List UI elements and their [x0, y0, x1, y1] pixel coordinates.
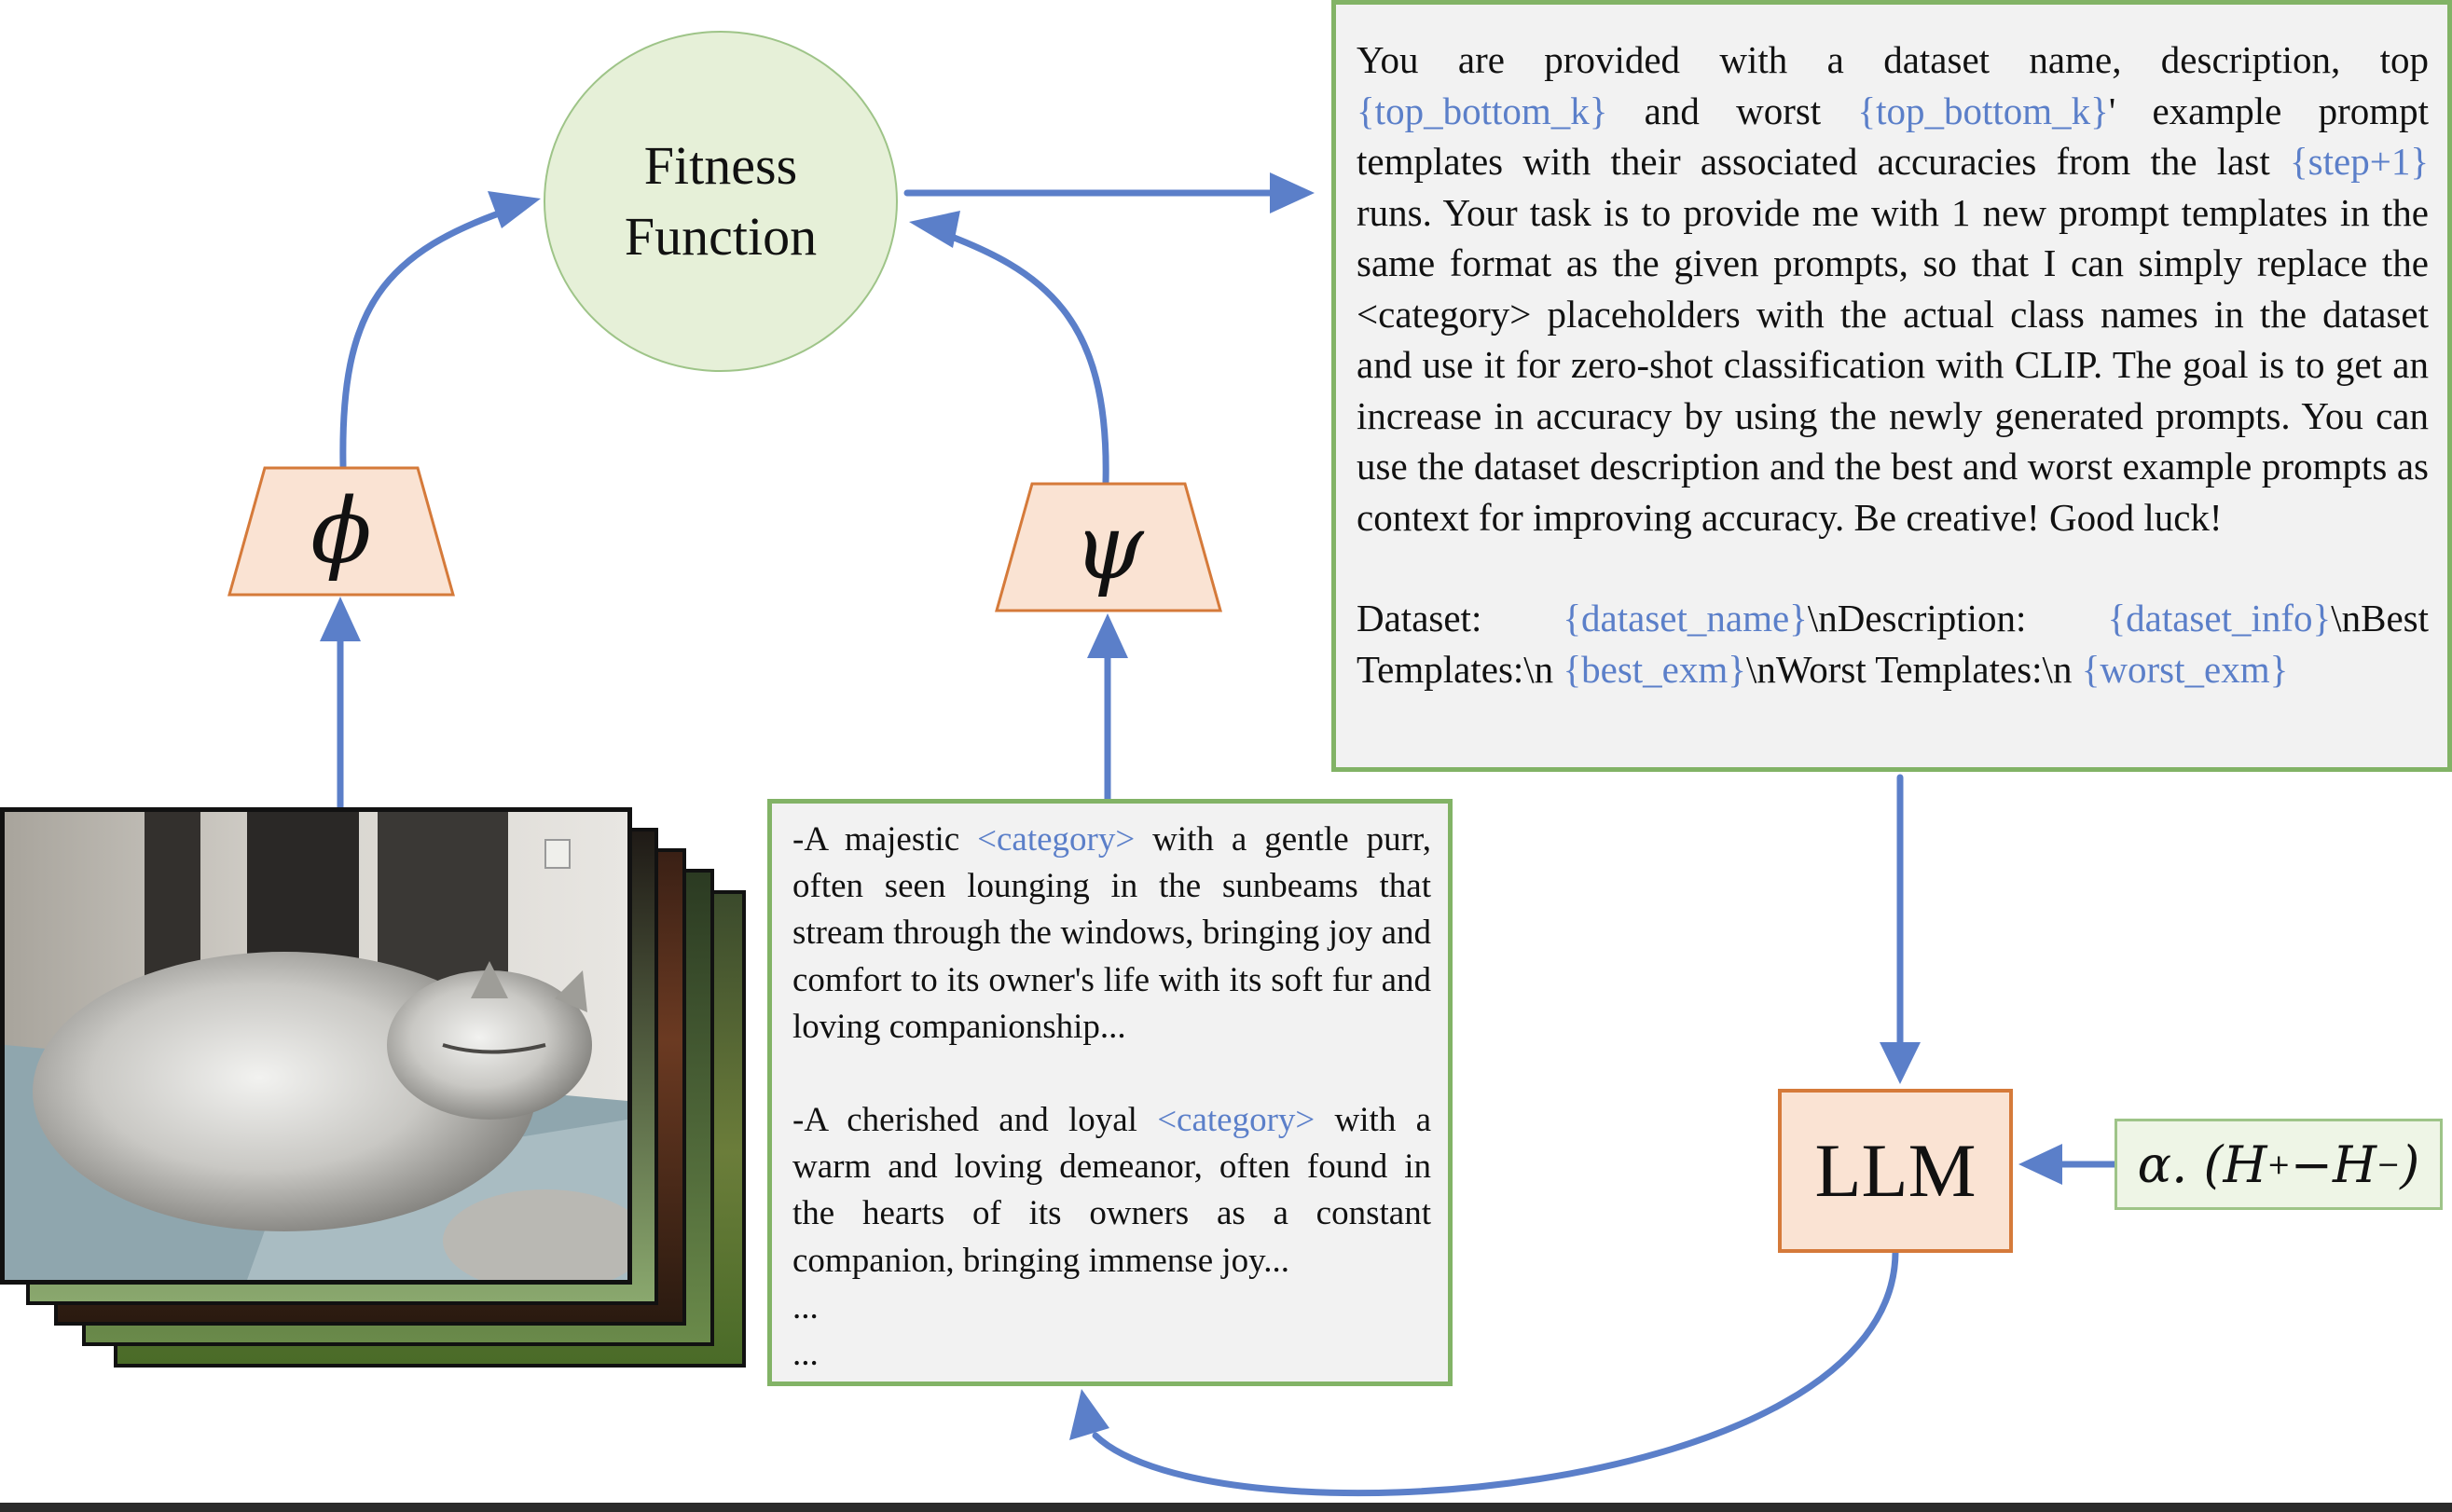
- arrowhead-fitness-right: [909, 211, 960, 248]
- psi-encoder-node: ψ: [995, 482, 1222, 612]
- arrowhead-fitness-left: [488, 191, 541, 228]
- arrowhead-templates: [1069, 1389, 1109, 1440]
- var-category: <category>: [1157, 1101, 1316, 1140]
- llm-node: LLM: [1778, 1089, 2013, 1253]
- fitness-label-line2: Function: [624, 206, 818, 267]
- arrowhead-psi: [1087, 613, 1128, 658]
- phi-symbol: ϕ: [310, 479, 372, 584]
- var-category: <category>: [977, 820, 1136, 859]
- arrow-phi-to-fitness: [339, 203, 521, 470]
- var-dataset-info: {dataset_info}: [2107, 597, 2332, 639]
- meta-prompt-instructions: You are provided with a dataset name, de…: [1357, 38, 2430, 539]
- template-2: -A cherished and loyal <category> with a…: [792, 1101, 1432, 1280]
- llm-label: LLM: [1814, 1128, 1977, 1213]
- ellipsis-1: ...: [792, 1287, 819, 1326]
- psi-symbol: ψ: [1073, 495, 1144, 599]
- arrowhead-llm-right: [2018, 1144, 2062, 1185]
- var-worst-exm: {worst_exm}: [2081, 647, 2289, 691]
- ellipsis-2: ...: [792, 1335, 819, 1374]
- var-top-bottom-k: {top_bottom_k}: [1857, 89, 2109, 132]
- arrowhead-phi: [320, 597, 361, 641]
- fitness-function-node: Fitness Function: [544, 31, 898, 372]
- var-best-exm: {best_exm}: [1563, 647, 1746, 691]
- meta-prompt-dataset-section: Dataset: {dataset_name}\nDescription: {d…: [1357, 597, 2429, 691]
- generated-templates-panel: -A majestic <category> with a gentle pur…: [767, 799, 1453, 1386]
- phi-encoder-node: ϕ: [227, 466, 455, 597]
- var-dataset-name: {dataset_name}: [1563, 597, 1808, 639]
- arrowhead-prompt: [1270, 172, 1315, 213]
- alpha-entropy-input: α. (H+ − H−): [2115, 1119, 2443, 1210]
- var-step: {step+1}: [2289, 140, 2429, 183]
- template-1: -A majestic <category> with a gentle pur…: [792, 820, 1431, 1046]
- var-top-bottom-k: {top_bottom_k}: [1357, 89, 1608, 132]
- arrow-psi-to-fitness: [933, 227, 1109, 486]
- cat-photo: [0, 807, 632, 1285]
- arrowhead-llm-top: [1880, 1042, 1921, 1084]
- fitness-label-line1: Fitness: [643, 135, 798, 196]
- meta-prompt-panel: You are provided with a dataset name, de…: [1331, 0, 2452, 772]
- bottom-edge: [0, 1503, 2452, 1512]
